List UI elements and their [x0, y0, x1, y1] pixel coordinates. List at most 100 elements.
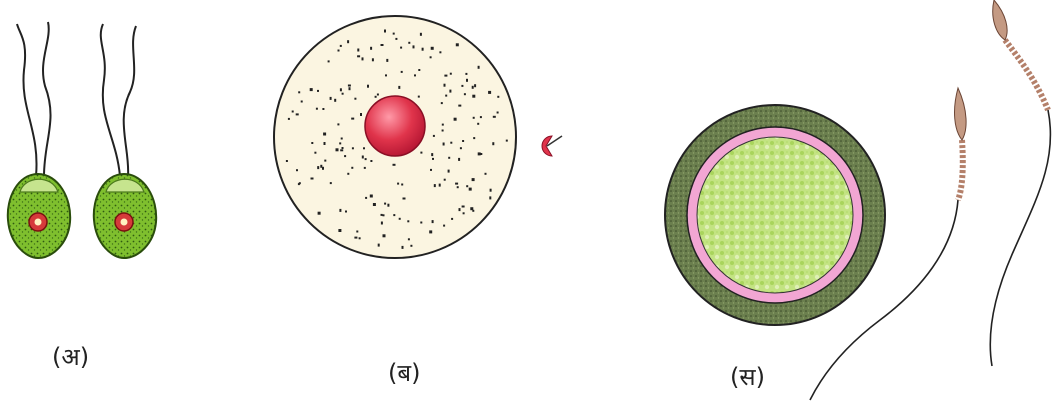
- sperm-tail: [546, 135, 563, 147]
- granule: [314, 151, 317, 154]
- granule: [401, 245, 404, 249]
- granule: [384, 202, 387, 205]
- granule: [377, 243, 380, 247]
- granule: [384, 29, 386, 33]
- granule: [458, 157, 461, 161]
- granule: [360, 113, 362, 116]
- granule: [438, 183, 441, 187]
- granule: [341, 92, 344, 95]
- egg-nucleus: [364, 95, 426, 157]
- granule: [334, 98, 337, 102]
- granule: [463, 93, 466, 96]
- flagellum: [122, 25, 137, 177]
- granule: [456, 186, 459, 189]
- granule: [354, 236, 358, 239]
- granule: [380, 221, 383, 225]
- granule: [488, 90, 492, 94]
- granule: [364, 158, 367, 161]
- granule: [441, 123, 444, 126]
- granule: [287, 117, 290, 120]
- granule: [408, 41, 411, 44]
- granule: [429, 230, 433, 234]
- granule: [429, 56, 432, 59]
- granule: [380, 44, 384, 46]
- granule: [412, 45, 415, 49]
- granule: [386, 58, 389, 62]
- granule: [462, 140, 465, 142]
- granule: [322, 108, 325, 110]
- granule: [443, 224, 446, 227]
- granule: [410, 244, 413, 247]
- granule: [382, 214, 385, 217]
- granule: [420, 221, 423, 224]
- sperm-midpiece: [955, 139, 966, 202]
- granule: [466, 78, 468, 82]
- granule: [479, 116, 482, 119]
- granule: [335, 148, 339, 152]
- eyespot-center: [120, 218, 128, 226]
- sperm-head: [992, 0, 1008, 41]
- granule: [472, 94, 476, 98]
- granule: [347, 84, 351, 87]
- apical-cap: [105, 178, 145, 193]
- granule: [397, 182, 400, 185]
- granule: [473, 137, 476, 140]
- granule: [291, 110, 294, 113]
- granule: [297, 183, 300, 186]
- granule: [340, 137, 343, 140]
- granule: [439, 51, 442, 54]
- granule: [339, 88, 342, 92]
- cytoplasm-granules: [285, 29, 508, 249]
- granule: [329, 96, 332, 100]
- granule: [363, 147, 365, 150]
- granule: [470, 207, 474, 211]
- granule: [489, 196, 492, 200]
- granule: [447, 169, 450, 173]
- sperm-tail: [809, 199, 959, 401]
- granule: [385, 74, 387, 77]
- granule: [430, 168, 432, 171]
- granule: [347, 40, 350, 44]
- granule: [392, 32, 395, 35]
- granule: [370, 160, 373, 162]
- granule: [455, 43, 459, 47]
- granule: [357, 55, 361, 58]
- granule: [484, 172, 487, 175]
- granule: [443, 83, 446, 87]
- flagellum: [42, 21, 52, 177]
- granule: [339, 208, 342, 212]
- granule: [497, 95, 500, 98]
- granule: [459, 147, 462, 150]
- sperm-head: [541, 135, 553, 157]
- granule: [477, 65, 480, 69]
- granule: [462, 212, 465, 215]
- egg-cell: [273, 15, 517, 259]
- granule: [285, 160, 288, 162]
- granule: [440, 102, 443, 105]
- sperm-midpiece: [1002, 38, 1051, 112]
- granule: [444, 74, 448, 77]
- granule: [337, 49, 340, 52]
- granule: [339, 44, 342, 47]
- granule: [320, 164, 323, 168]
- granule: [309, 88, 313, 92]
- granule: [420, 151, 423, 154]
- granule: [298, 91, 301, 94]
- granule: [489, 188, 492, 192]
- granule: [445, 94, 448, 97]
- granule: [354, 97, 357, 100]
- granule: [451, 217, 454, 220]
- granule: [492, 142, 495, 146]
- granule: [329, 182, 332, 185]
- granule: [441, 129, 444, 132]
- granule: [372, 203, 376, 206]
- granule: [480, 153, 483, 155]
- granule: [407, 220, 410, 223]
- granule: [431, 220, 434, 224]
- granule: [505, 139, 508, 142]
- eyespot-center: [34, 218, 42, 226]
- granule: [465, 72, 468, 75]
- granule: [370, 46, 373, 50]
- granule: [382, 234, 386, 238]
- granule: [471, 178, 475, 182]
